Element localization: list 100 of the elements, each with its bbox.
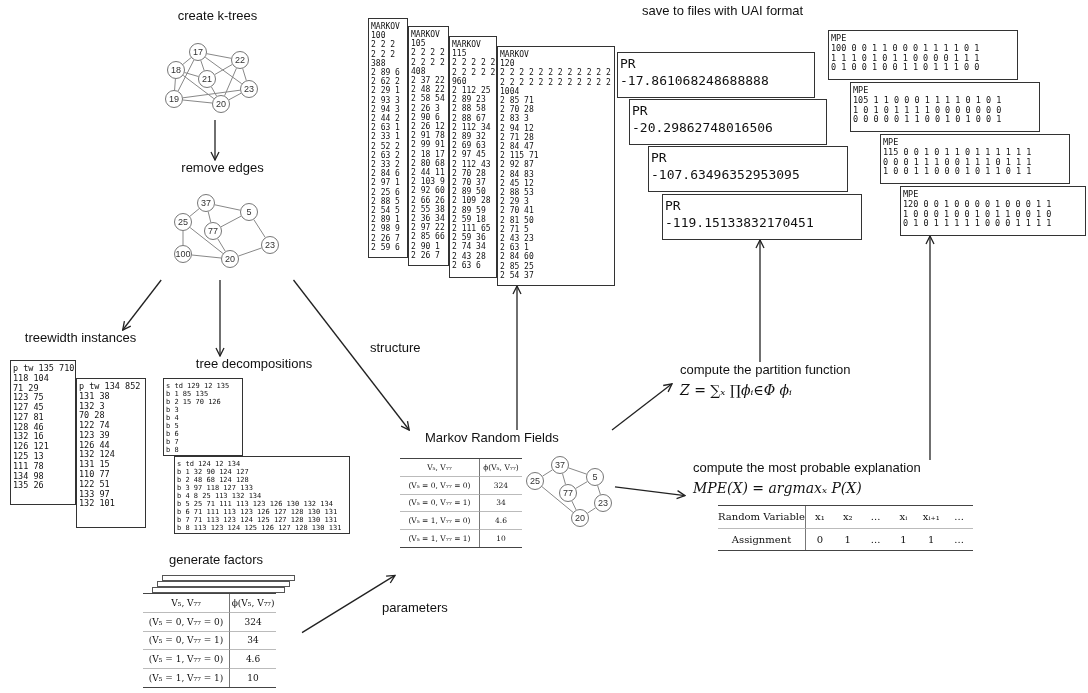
- graph-edge: [182, 99, 213, 104]
- file-line: 2 63 1: [371, 123, 401, 133]
- file-line: 126 44: [79, 440, 111, 450]
- graph-vertex: 23: [594, 494, 612, 512]
- graph-edge: [182, 89, 241, 99]
- graph-edge: [214, 204, 241, 211]
- file-line: 2 26 7: [411, 250, 441, 261]
- graph-edge: [597, 485, 601, 495]
- file-line: 960: [452, 76, 468, 86]
- file-card: [163, 378, 243, 456]
- graph-edge: [182, 74, 215, 100]
- file-line: 120: [500, 59, 516, 69]
- file-line: 2 89 50: [452, 187, 486, 197]
- file-line: 2 2 2 2 2: [452, 67, 494, 77]
- file-line: 2 66 26: [411, 195, 446, 205]
- table-cell: 1: [889, 527, 918, 550]
- table-cell: 324: [230, 611, 276, 631]
- stacked-table-card: [157, 581, 290, 587]
- graph-edge: [214, 64, 233, 75]
- file-line: 2 97 1: [371, 178, 401, 188]
- graph-edge: [177, 59, 195, 92]
- file-line: 2 90 6: [411, 112, 441, 122]
- file-line: 0 1 0 1 1 1 1 1 0 0 0 1 1 1 1: [903, 219, 1053, 230]
- file-line: 133 97: [79, 489, 111, 499]
- file-line: p tw 134 852: [79, 382, 142, 392]
- table-cell-text: x₂: [841, 510, 854, 525]
- file-line: 105 1 1 0 0 0 1 1 1 1 0 1 0 1: [853, 95, 1003, 106]
- file-card: [828, 30, 1018, 80]
- file-line: MPE: [903, 190, 920, 200]
- file-card: [648, 146, 848, 192]
- file-line: 115 0 0 1 0 1 1 0 1 1 1 1 1 1: [883, 147, 1033, 158]
- file-line: -119.15133832170451: [665, 214, 815, 232]
- file-line: 2 2 2 2 2 2 2 2 2 2 2 2: [500, 68, 612, 78]
- graph-vertex: 23: [240, 80, 258, 98]
- file-line: 2 111 65: [452, 224, 492, 234]
- file-line: p tw 135 710: [13, 364, 73, 374]
- file-line: 2 62 2: [371, 77, 401, 87]
- graph-vertex: 23: [261, 236, 279, 254]
- table-cell-text: x₁: [814, 510, 826, 525]
- file-line: PR: [620, 56, 637, 73]
- file-line: 2 83 3: [500, 114, 530, 124]
- file-line: 118 104: [13, 373, 50, 384]
- file-line: 127 81: [13, 412, 45, 423]
- graph-edge: [189, 208, 200, 217]
- file-line: 132 3: [79, 401, 106, 411]
- file-line: 2 58 54: [411, 94, 446, 104]
- graph-edge: [575, 481, 588, 489]
- file-line: -107.63496352953095: [651, 166, 801, 184]
- file-card: [10, 360, 76, 505]
- table-cell: ...: [945, 527, 973, 550]
- file-line: 2 99 91: [411, 140, 446, 150]
- arrow: [122, 279, 162, 331]
- graph-vertex: 19: [165, 90, 183, 108]
- file-line: 2 88 53: [500, 188, 535, 198]
- table-cell: (V₅ = 1, V₇₇ = 1): [143, 668, 231, 687]
- file-line: 2 81 50: [500, 215, 535, 225]
- file-line: 2 92 60: [411, 186, 446, 196]
- file-line: 2 84 6: [371, 169, 401, 179]
- graph-edge: [228, 92, 242, 101]
- file-card: [662, 194, 862, 240]
- table-cell: (V₅ = 0, V₇₇ = 1): [143, 630, 231, 650]
- file-line: 2 33 2: [371, 160, 401, 170]
- file-line: 2 89 1: [371, 215, 401, 225]
- file-line: 2 26 7: [371, 233, 401, 243]
- file-line: MPE: [853, 86, 870, 96]
- file-line: 2 52 2: [371, 141, 401, 151]
- file-line: 2 112 25: [452, 86, 492, 95]
- file-line: 2 26 3: [411, 103, 441, 113]
- graph-vertex: 37: [197, 194, 215, 212]
- file-line: 134 98: [13, 471, 45, 481]
- table-cell: Assignment: [718, 527, 806, 550]
- file-line: 2 89 59: [452, 205, 487, 215]
- file-line: 2 63 6: [452, 260, 482, 271]
- file-line: 132 101: [79, 499, 116, 510]
- step-heading: treewidth instances: [23, 330, 138, 346]
- file-card: [497, 46, 615, 286]
- graph-edge: [571, 500, 577, 511]
- file-line: 111 78: [13, 461, 45, 472]
- file-line: 2 74 34: [452, 242, 487, 252]
- file-line: 2 36 34: [411, 214, 446, 224]
- graph-edge: [217, 238, 226, 252]
- graph-edge: [182, 230, 184, 246]
- file-line: 2 2 2 2 2 2 2 2 2 2 2 2: [500, 77, 612, 87]
- step-heading: generate factors: [168, 552, 264, 568]
- file-line: 2 89 23: [452, 95, 487, 105]
- file-line: 0 1 0 0 1 0 0 1 1 0 1 1 1 0 0: [831, 63, 981, 74]
- graph-edge: [238, 247, 262, 257]
- table-cell: 1: [833, 527, 862, 550]
- file-line: 100: [371, 31, 387, 41]
- file-card: [850, 82, 1040, 132]
- file-line: 126 121: [13, 442, 50, 452]
- file-line: 2 85 25: [500, 261, 535, 271]
- file-line: 2 59 36: [452, 233, 487, 243]
- file-line: 2 94 3: [371, 104, 401, 114]
- arrow: [925, 235, 935, 461]
- graph-edge: [224, 67, 237, 97]
- table-cell: (V₅ = 1, V₇₇ = 0): [143, 649, 231, 669]
- file-line: 2 43 23: [500, 234, 535, 244]
- file-line: 1 1 1 0 1 0 1 1 0 0 0 0 1 1 1: [831, 53, 981, 63]
- graph-vertex: 37: [551, 456, 569, 474]
